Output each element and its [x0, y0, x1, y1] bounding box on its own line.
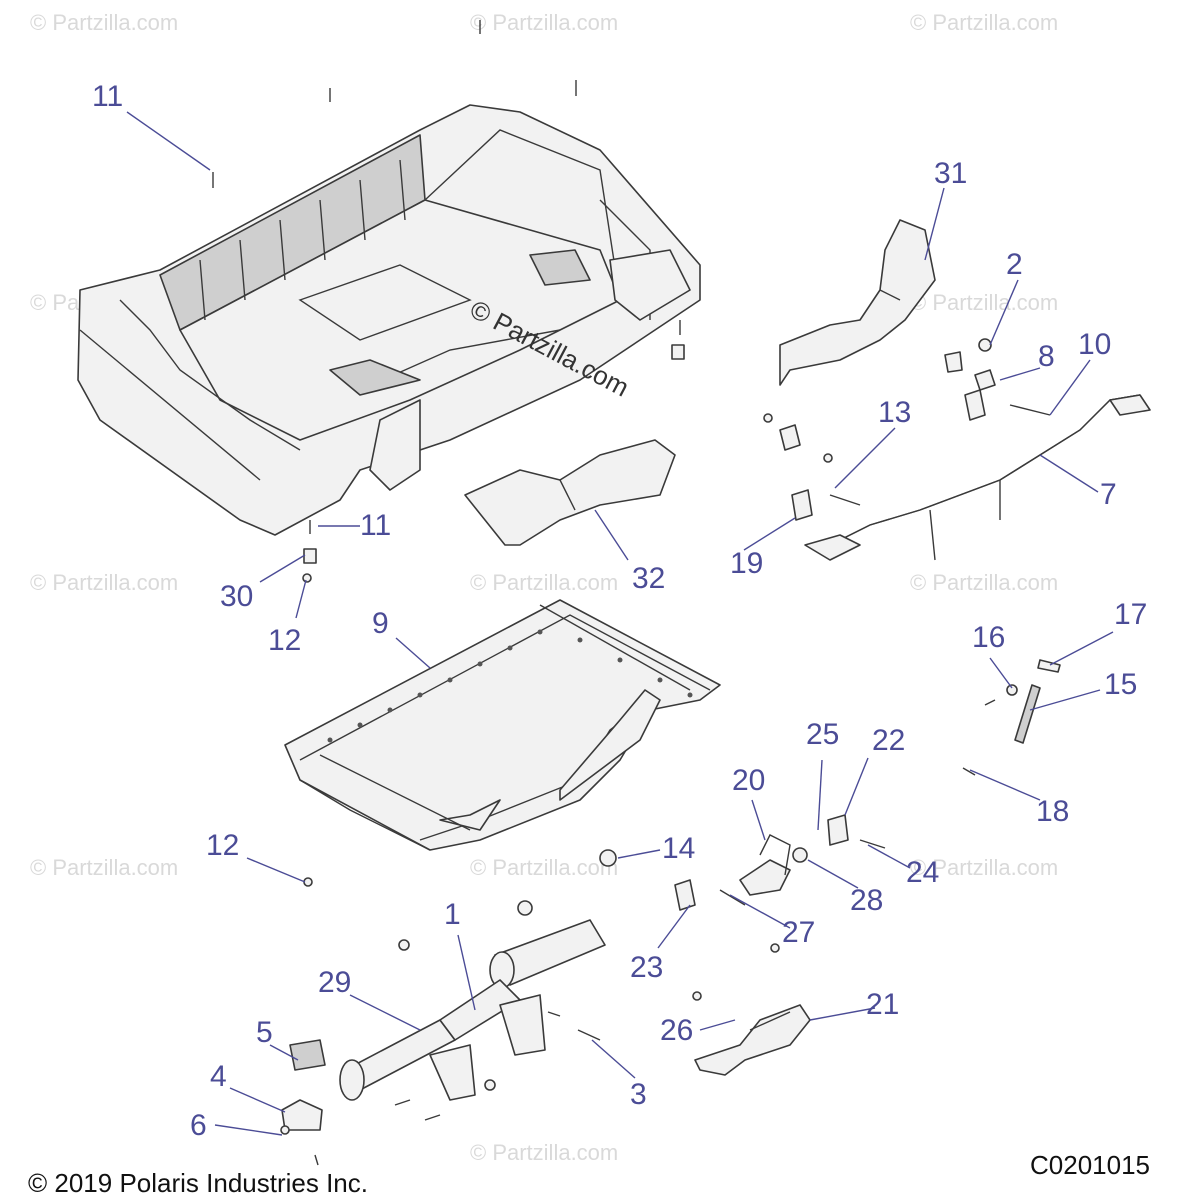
bushing-icon	[280, 1039, 326, 1135]
watermark-text: © Partzilla.com	[470, 1140, 618, 1165]
watermark-text: © Partzilla.com	[910, 570, 1058, 595]
callout-1: 1	[444, 898, 461, 931]
box-frame-icon	[284, 599, 721, 851]
pivot-tube-icon	[339, 900, 606, 1101]
callout-21: 21	[866, 988, 899, 1021]
watermark-text: © Partzilla.com	[30, 570, 178, 595]
callout-9: 9	[372, 607, 389, 640]
copyright-text: © 2019 Polaris Industries Inc.	[28, 1168, 368, 1198]
callout-8: 8	[1038, 340, 1055, 373]
callout-29: 29	[318, 966, 351, 999]
callout-7: 7	[1100, 478, 1117, 511]
watermark-text: © Partzilla.com	[30, 10, 178, 35]
upper-panel-icon	[779, 219, 936, 386]
callout-15: 15	[1104, 668, 1137, 701]
latch-bar-icon	[804, 394, 1151, 561]
callout-24: 24	[906, 856, 939, 889]
callout-30: 30	[220, 580, 253, 613]
callout-4: 4	[210, 1060, 227, 1093]
callout-20: 20	[732, 764, 765, 797]
latch-bracket-icon	[599, 814, 886, 911]
callout-11: 11	[92, 80, 123, 113]
watermark-text: © Partzilla.com	[910, 10, 1058, 35]
watermark-text: © Partzilla.com	[910, 855, 1058, 880]
callout-labels: 11 31 2 8 10 13 7 11 30 12 32 19 9 17 16…	[92, 80, 1147, 1142]
callout-22: 22	[872, 724, 905, 757]
callout-32: 32	[632, 562, 665, 595]
bolt-icon	[763, 404, 1051, 506]
callout-13: 13	[878, 396, 911, 429]
watermark-text: © Partzilla.com	[470, 855, 618, 880]
mount-bracket-icon	[694, 1004, 811, 1076]
callout-3: 3	[630, 1078, 647, 1111]
lower-panel-icon	[464, 439, 676, 546]
watermark-text: © Partzilla.com	[30, 855, 178, 880]
callout-2: 2	[1006, 248, 1023, 281]
callout-11: 11	[360, 509, 391, 542]
callout-25: 25	[806, 718, 839, 751]
diagram-code: C0201015	[1030, 1150, 1150, 1180]
watermark-text: © Partzilla.com	[470, 570, 618, 595]
hardware-icon	[212, 20, 780, 1166]
leader-lines	[126, 111, 1114, 1136]
callout-19: 19	[730, 547, 763, 580]
callout-17: 17	[1114, 598, 1147, 631]
gas-strut-icon	[962, 659, 1061, 776]
callout-27: 27	[782, 916, 815, 949]
watermark-text: © Partzilla.com	[470, 10, 618, 35]
cargo-box-icon	[77, 104, 701, 536]
callout-6: 6	[190, 1109, 207, 1142]
clamp-bracket-icon	[779, 338, 996, 521]
rib-lines	[199, 159, 406, 321]
callout-28: 28	[850, 884, 883, 917]
callout-12: 12	[206, 829, 239, 862]
callout-12: 12	[268, 624, 301, 657]
callout-16: 16	[972, 621, 1005, 654]
frame-holes	[327, 629, 693, 743]
callout-18: 18	[1036, 795, 1069, 828]
callout-10: 10	[1078, 328, 1111, 361]
callout-26: 26	[660, 1014, 693, 1047]
callout-14: 14	[662, 832, 695, 865]
watermark-text: © Partzilla.com	[910, 290, 1058, 315]
callout-31: 31	[934, 157, 967, 190]
callout-5: 5	[256, 1016, 273, 1049]
callout-23: 23	[630, 951, 663, 984]
